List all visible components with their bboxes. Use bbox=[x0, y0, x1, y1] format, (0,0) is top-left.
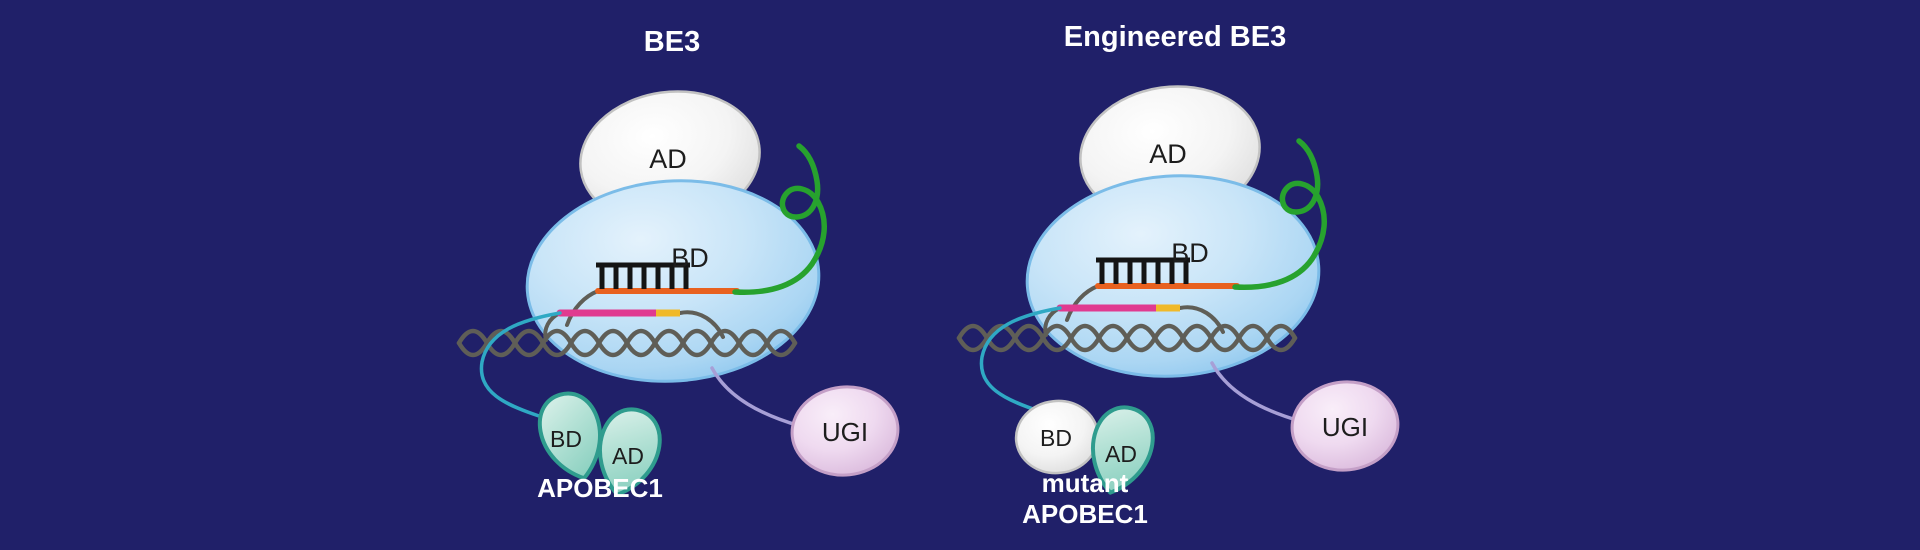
be3-apobec-ad-label: AD bbox=[612, 443, 644, 469]
engineered-apobec-bd-label: BD bbox=[1040, 425, 1072, 451]
engineered-bd-label: BD bbox=[1171, 238, 1209, 268]
engineered-apobec-name-line2: APOBEC1 bbox=[1022, 499, 1148, 529]
be3-bd-label: BD bbox=[671, 243, 709, 273]
engineered-ugi-label: UGI bbox=[1322, 412, 1368, 442]
be3-apobec-bd-label: BD bbox=[550, 426, 582, 452]
engineered-be3-title: Engineered BE3 bbox=[1064, 21, 1286, 53]
be3-ad-label: AD bbox=[649, 144, 687, 174]
be3-title: BE3 bbox=[644, 26, 700, 58]
engineered-apobec-name-line1: mutant bbox=[1042, 468, 1129, 498]
be3-apobec-name: APOBEC1 bbox=[537, 473, 663, 503]
diagram-be3: BE3 AD BD BD AD APOBEC1 UGI bbox=[459, 26, 902, 504]
engineered-ad-label: AD bbox=[1149, 139, 1187, 169]
engineered-apobec-ad-label: AD bbox=[1105, 441, 1137, 467]
diagram-engineered-be3: Engineered BE3 AD BD BD AD mutant APOBEC… bbox=[959, 21, 1402, 529]
be3-ugi-label: UGI bbox=[822, 417, 868, 447]
